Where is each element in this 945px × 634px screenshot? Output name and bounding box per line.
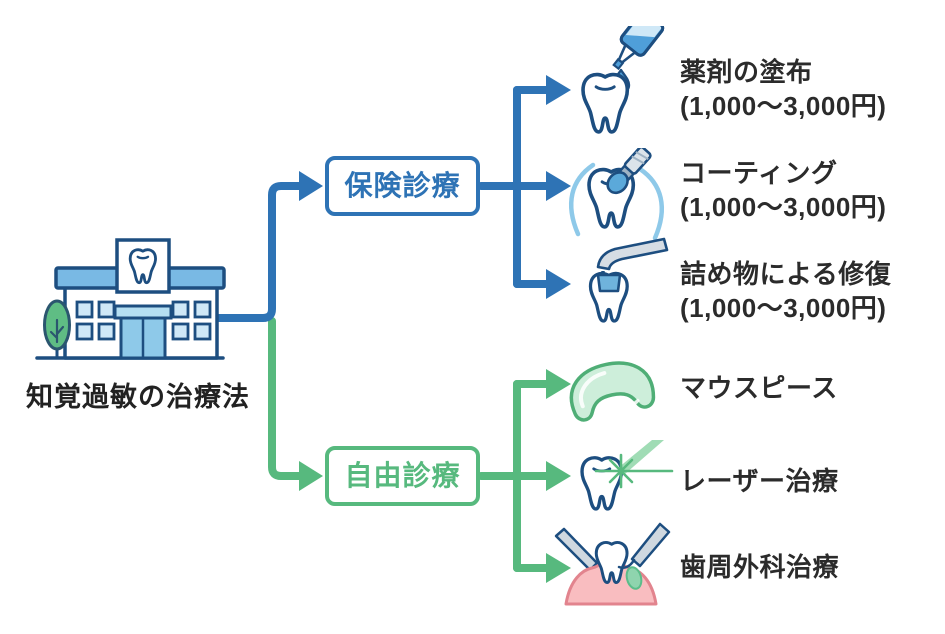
tooth-laser-icon (580, 440, 674, 511)
diagram-title: 知覚過敏の治療法 (26, 382, 250, 412)
item-price: (1,000〜3,000円) (680, 192, 887, 222)
tooth-coating-icon (569, 148, 664, 241)
mouthpiece-icon (569, 361, 656, 422)
tooth-filling-icon (588, 237, 669, 323)
dental-clinic-icon (35, 238, 226, 360)
treatment-item-filling: 詰め物による修復 (1,000〜3,000円) (680, 257, 942, 325)
treatment-item-mouthpiece: マウスピース (680, 371, 942, 405)
item-title: 薬剤の塗布 (680, 57, 813, 87)
tooth-sign-icon (128, 248, 157, 285)
tooth-surgery-icon (554, 522, 671, 606)
item-price: (1,000〜3,000円) (680, 293, 887, 323)
treatment-item-laser: レーザー治療 (680, 464, 942, 498)
item-title: 詰め物による修復 (680, 259, 892, 289)
item-title: レーザー治療 (680, 466, 839, 496)
brush-icon (606, 148, 652, 195)
tooth-medicine-icon (581, 26, 665, 134)
treatment-item-surgery: 歯周外科治療 (680, 550, 942, 584)
treatment-item-coating: コーティング (1,000〜3,000円) (680, 156, 942, 224)
item-title: 歯周外科治療 (680, 552, 840, 582)
treatment-item-medicine: 薬剤の塗布 (1,000〜3,000円) (680, 55, 942, 123)
item-title: コーティング (680, 158, 838, 188)
private-node: 自由診療 (325, 446, 480, 506)
item-title: マウスピース (680, 373, 838, 403)
item-price: (1,000〜3,000円) (680, 91, 887, 121)
tree-icon (43, 299, 71, 359)
insurance-node: 保険診療 (325, 156, 480, 216)
